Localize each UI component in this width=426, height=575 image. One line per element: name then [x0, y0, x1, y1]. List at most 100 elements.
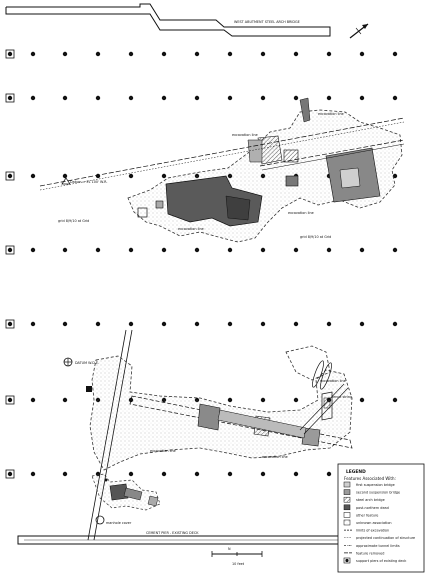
pier-marker-square	[5, 469, 15, 479]
pier-dot	[359, 397, 365, 403]
lower-excavation-label-left: excavation line	[150, 449, 176, 453]
upper-excavation: excavation line excavation line excavati…	[39, 97, 405, 243]
pier-dot	[7, 397, 13, 403]
upper-datum-label: Datum = EL 100' W.R.	[70, 180, 107, 184]
pier-dot	[30, 471, 36, 477]
pier-dot	[293, 247, 299, 253]
circle-cross-icon	[63, 357, 73, 367]
pier-dot	[62, 471, 68, 477]
bottom-pier-label: CEMENT PIER - EXISTING DECK	[146, 531, 199, 535]
legend-title: LEGEND	[346, 469, 366, 475]
manhole-icon	[95, 515, 105, 525]
lower-excavation-label-mid: excavation line	[262, 455, 288, 459]
pier-dot	[30, 321, 36, 327]
pier-dot	[62, 173, 68, 179]
upper-excavation-label-low: excavation line	[288, 211, 314, 215]
legend-item-label: unknown association	[356, 521, 392, 525]
pier-dot	[95, 95, 101, 101]
legend-item-label: other feature	[356, 513, 378, 517]
pier-dot	[359, 247, 365, 253]
pier-dot	[128, 173, 134, 179]
pier-dot	[62, 51, 68, 57]
pier-dot	[392, 51, 398, 57]
pier-dot	[161, 471, 167, 477]
lower-datum-label: DATUM W.D.E.	[75, 361, 99, 365]
pier-marker-square	[5, 319, 15, 329]
pier-dot	[194, 95, 200, 101]
pier-dot	[95, 173, 101, 179]
pier-dot	[326, 51, 332, 57]
bottom-pier-deck: CEMENT PIER - EXISTING DECK	[17, 531, 349, 545]
pier-dot	[227, 397, 233, 403]
pier-dot	[194, 321, 200, 327]
legend-item-label: post-northern dead	[356, 506, 389, 510]
pier-dot	[7, 247, 13, 253]
oval-feature-pair	[312, 360, 332, 390]
north-arrow-icon	[349, 23, 369, 39]
pier-dot	[326, 247, 332, 253]
pier-dot	[95, 321, 101, 327]
upper-excavation-label-center: excavation line	[178, 227, 204, 231]
legend-swatch	[343, 504, 351, 511]
pier-dot	[7, 95, 13, 101]
pier-dot	[7, 471, 13, 477]
pier-dot	[194, 471, 200, 477]
pier-dot	[161, 247, 167, 253]
pier-dot	[227, 471, 233, 477]
pier-dot	[30, 247, 36, 253]
small-marker	[86, 386, 92, 392]
pier-dot	[7, 173, 13, 179]
pier-dot	[293, 397, 299, 403]
pier-dot	[392, 95, 398, 101]
scale-label: 10 feet	[232, 562, 245, 566]
pier-dot	[260, 471, 266, 477]
pier-dot	[62, 95, 68, 101]
legend-swatch	[343, 481, 351, 488]
pier-dot	[7, 51, 13, 57]
pier-dot	[326, 95, 332, 101]
pier-dot	[359, 321, 365, 327]
fence-label: fence string	[332, 395, 352, 399]
legend-item-label: second suspension bridge	[356, 491, 400, 495]
legend-swatch	[343, 557, 351, 564]
lower-excavation: DATUM W.D.E. excavation line excavation …	[63, 329, 353, 541]
pier-dot	[161, 321, 167, 327]
grid-label-left: grid 8/9/10 at Grid	[58, 219, 89, 223]
scale-mid-label: N	[228, 547, 231, 551]
pier-dot	[62, 247, 68, 253]
legend-subtitle: Features Associated With:	[344, 476, 396, 481]
pier-dot	[392, 321, 398, 327]
pier-dot	[293, 321, 299, 327]
top-bridge-abutment: WEST ABUTMENT STEEL ARCH BRIDGE	[5, 3, 331, 37]
grid-label-right: grid 8/9/10 at Grid	[300, 235, 331, 239]
pier-dot	[30, 397, 36, 403]
legend-swatch	[343, 512, 351, 518]
pier-dot	[161, 95, 167, 101]
pier-dot	[161, 173, 167, 179]
pier-dot	[260, 397, 266, 403]
pier-dot	[30, 173, 36, 179]
legend-swatch	[343, 496, 351, 503]
pier-dot	[128, 51, 134, 57]
legend-swatch	[343, 519, 351, 526]
legend-item-label: feature removed	[356, 551, 384, 555]
lower-excavation-label-right: excavation line	[320, 379, 346, 383]
pier-dot	[260, 321, 266, 327]
legend-item-label: approximate tunnel limits	[356, 544, 400, 548]
pier-dot	[161, 51, 167, 57]
pier-dot	[227, 95, 233, 101]
pier-dot	[30, 51, 36, 57]
pier-dot	[260, 51, 266, 57]
legend-item-label: projected continuation of structure	[356, 536, 415, 540]
pier-dot	[293, 51, 299, 57]
legend-item-label: support piers of existing deck	[356, 559, 406, 563]
pier-dot	[227, 51, 233, 57]
pier-dot	[128, 471, 134, 477]
pier-dot	[392, 173, 398, 179]
pier-dot	[392, 247, 398, 253]
top-bridge-label: WEST ABUTMENT STEEL ARCH BRIDGE	[234, 20, 300, 24]
pier-dot	[293, 95, 299, 101]
pier-dot	[326, 321, 332, 327]
pier-marker-square	[5, 395, 15, 405]
